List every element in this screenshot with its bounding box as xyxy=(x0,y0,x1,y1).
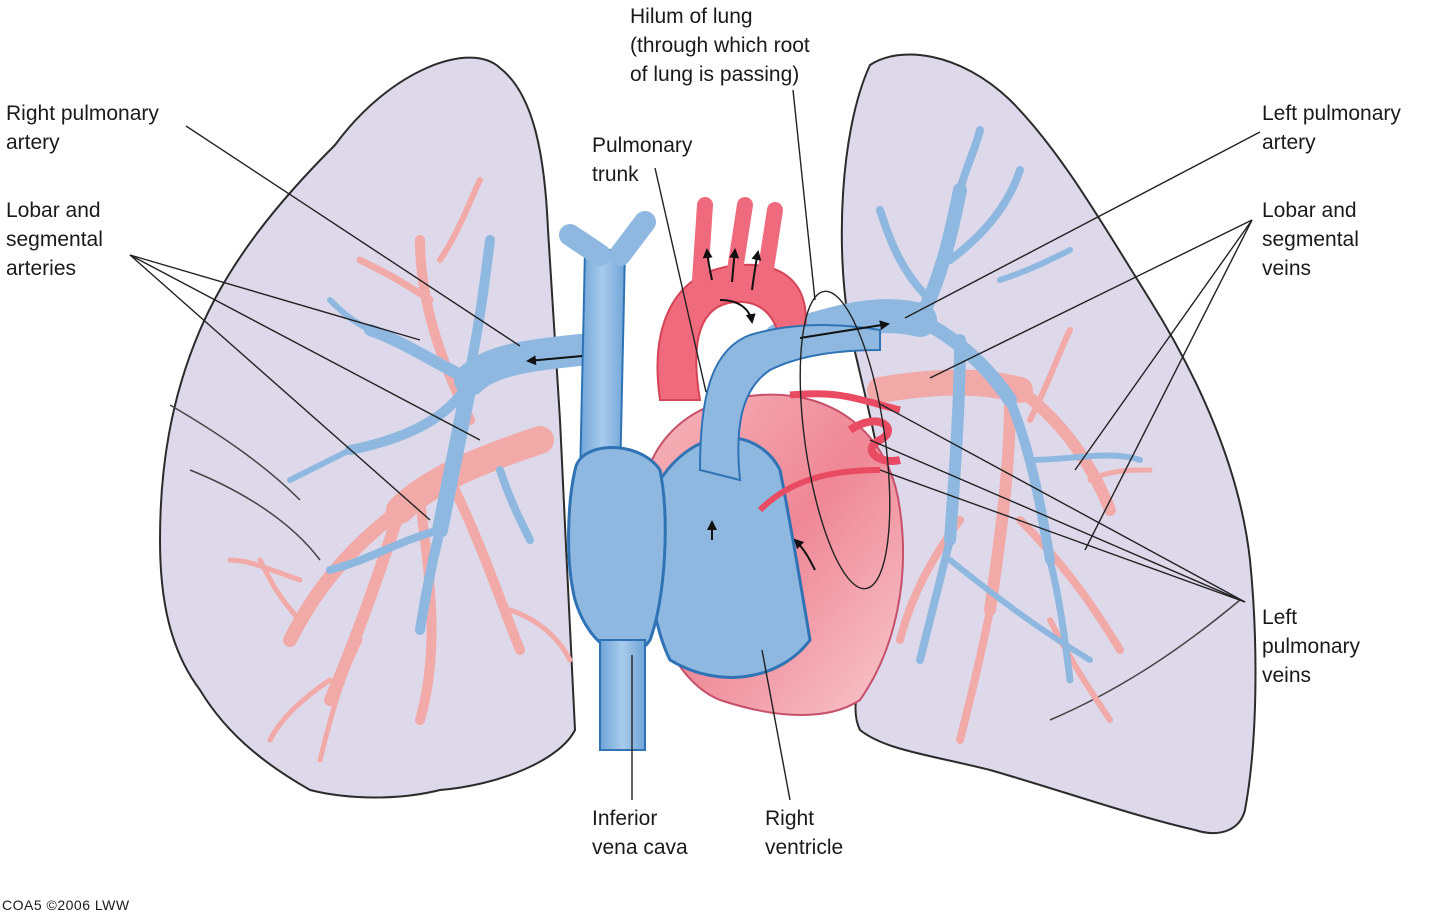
pulmonary-vein-red-2 xyxy=(847,417,901,465)
left-lung xyxy=(840,53,1257,835)
left-pulmonary-veins-line-2: pulmonary xyxy=(1262,635,1361,658)
pulmonary-trunk-line-1: Pulmonary xyxy=(592,134,693,157)
label-inferior-vena-cava: Inferior vena cava xyxy=(592,804,688,862)
copyright-credit: COA5 ©2006 LWW xyxy=(2,897,130,913)
right-ventricle-line-2: ventricle xyxy=(765,836,844,859)
left-pulmonary-artery-line-2: artery xyxy=(1262,131,1316,154)
lobar-veins-line-1: Lobar and xyxy=(1262,199,1357,222)
left-lung-fissure xyxy=(1049,599,1241,721)
leader-lines xyxy=(129,89,1261,801)
flow-arrows xyxy=(526,248,890,571)
left-lung-vein-branches xyxy=(763,126,1143,684)
lobar-veins-line-3: veins xyxy=(1262,257,1312,280)
right-atrium xyxy=(567,446,667,656)
svc-branch-right xyxy=(609,211,656,266)
left-pulmonary-veins-line-3: veins xyxy=(1262,664,1312,687)
hilum-line-3: of lung is passing) xyxy=(630,63,800,86)
label-lobar-segmental-veins: Lobar and segmental veins xyxy=(1262,196,1359,283)
label-pulmonary-trunk: Pulmonary trunk xyxy=(592,131,692,189)
aortic-branch-3 xyxy=(757,202,783,283)
label-left-pulmonary-veins: Left pulmonary veins xyxy=(1262,603,1360,690)
inferior-vena-cava-line-2: vena cava xyxy=(592,836,688,859)
label-hilum-of-lung: Hilum of lung (through which root of lun… xyxy=(630,2,810,89)
label-right-ventricle: Right ventricle xyxy=(765,804,843,862)
right-lung-vein-branches xyxy=(287,235,596,635)
hilum-line-1: Hilum of lung xyxy=(630,5,753,28)
aortic-branch-1 xyxy=(692,197,713,288)
lobar-veins-line-2: segmental xyxy=(1262,228,1359,251)
pulmonary-trunk-line-2: trunk xyxy=(592,163,639,186)
lobar-arteries-line-2: segmental xyxy=(6,228,103,251)
inferior-vena-cava-line-1: Inferior xyxy=(592,807,658,830)
left-pulmonary-veins-line-1: Left xyxy=(1262,606,1298,629)
pulmonary-vein-red-3 xyxy=(757,467,881,513)
label-lobar-segmental-arteries: Lobar and segmental arteries xyxy=(6,196,103,283)
right-pulmonary-artery-line-1: Right pulmonary xyxy=(6,102,159,125)
label-left-pulmonary-artery: Left pulmonary artery xyxy=(1262,99,1401,157)
superior-vena-cava xyxy=(578,249,627,481)
label-right-pulmonary-artery: Right pulmonary artery xyxy=(6,99,159,157)
right-lung-fissure xyxy=(169,404,321,561)
pulmonary-vein-red-1 xyxy=(789,390,901,414)
hilum-line-2: (through which root xyxy=(630,34,810,57)
right-pulmonary-artery-line-2: artery xyxy=(6,131,60,154)
aortic-branch-2 xyxy=(727,197,753,278)
lobar-arteries-line-1: Lobar and xyxy=(6,199,101,222)
right-ventricle-line-1: Right xyxy=(765,807,815,830)
inferior-vena-cava-shape xyxy=(599,639,646,751)
lobar-arteries-line-3: arteries xyxy=(6,257,77,280)
svc-branch-left xyxy=(559,224,611,266)
right-lung xyxy=(158,56,577,799)
left-pulmonary-artery-line-1: Left pulmonary xyxy=(1262,102,1401,125)
